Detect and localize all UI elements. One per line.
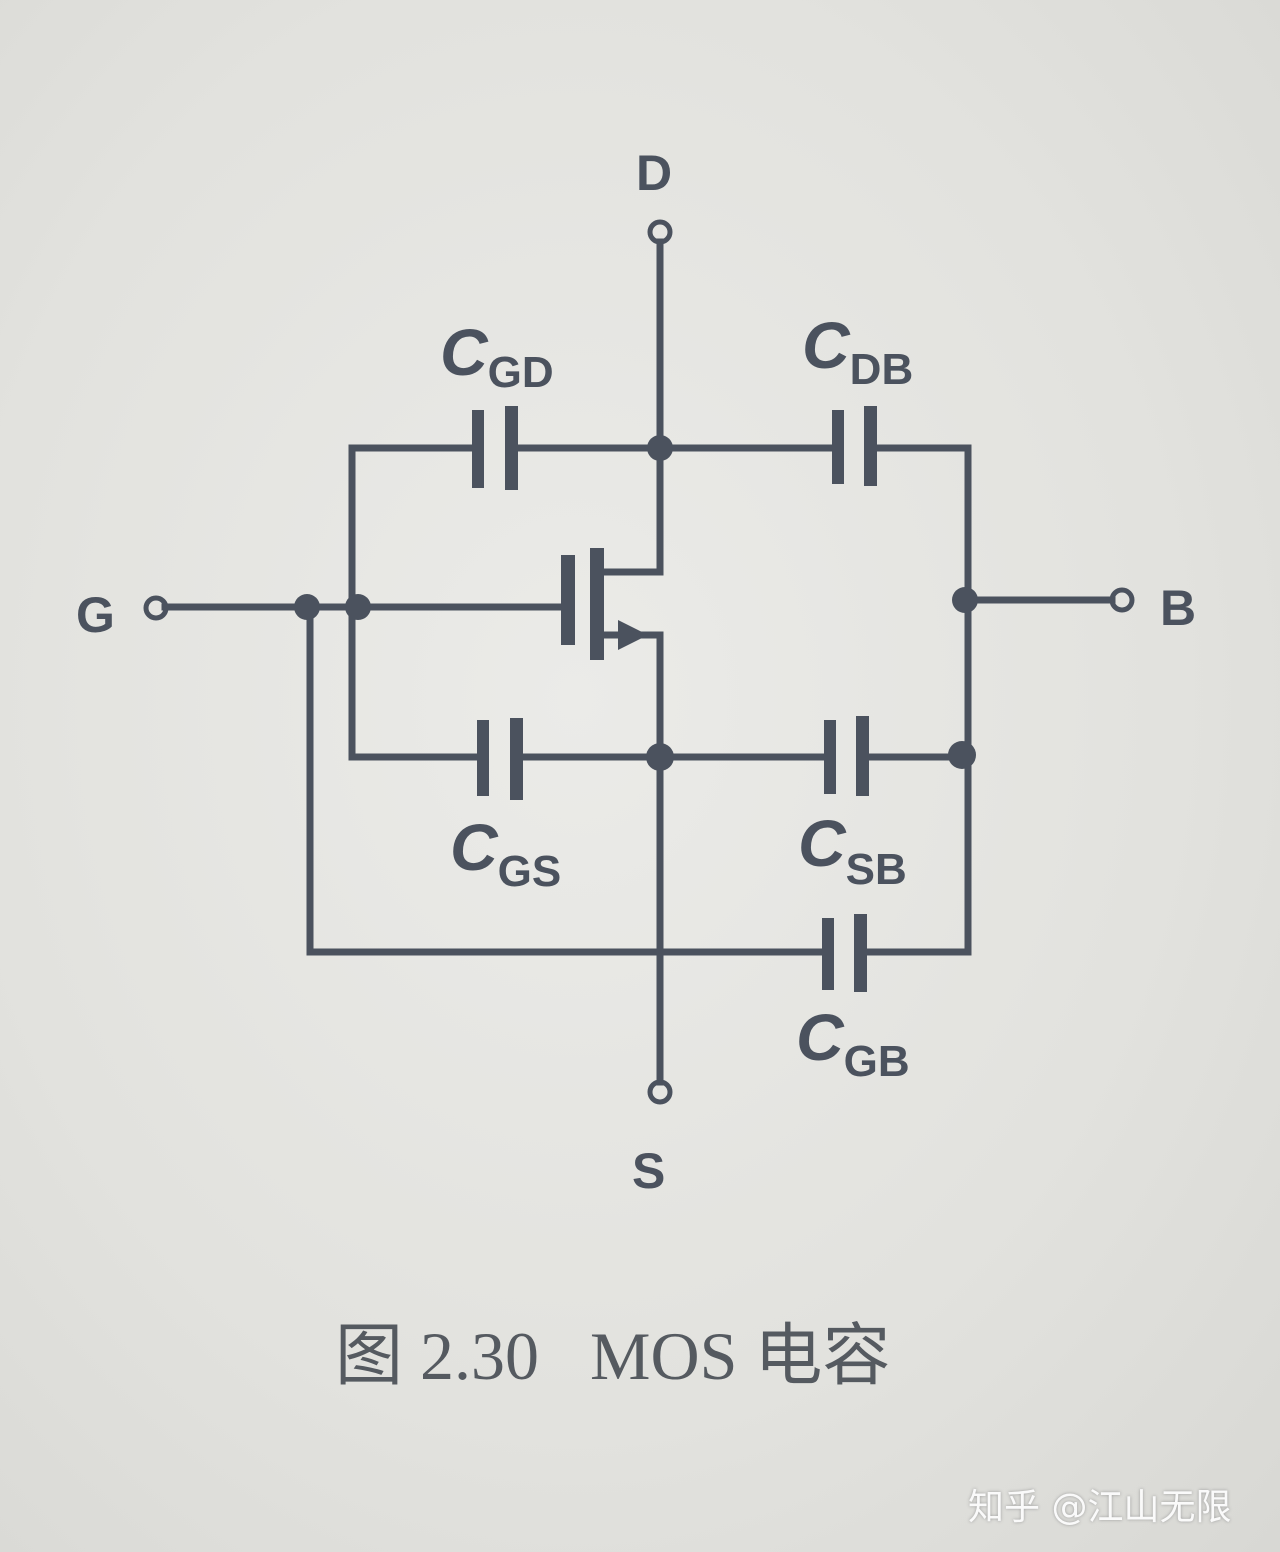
label-csb: CSB	[798, 806, 907, 894]
label-drain: D	[636, 145, 672, 201]
label-cgb: CGB	[796, 1000, 910, 1086]
label-cgd: CGD	[440, 315, 554, 397]
terminal-circles	[143, 219, 1135, 1105]
label-source: S	[632, 1143, 665, 1199]
capacitor-plates	[472, 406, 877, 992]
wires	[161, 238, 1116, 1086]
watermark: 知乎 @江山无限	[968, 1487, 1232, 1528]
label-cgs: CGS	[450, 810, 561, 896]
mosfet-symbol	[561, 548, 648, 660]
figure-caption: 图 2.30 MOS 电容	[335, 1318, 891, 1394]
label-gate: G	[76, 587, 115, 643]
label-bulk: B	[1160, 580, 1196, 636]
source-arrow-icon	[618, 620, 648, 650]
nodes	[294, 435, 978, 771]
label-cdb: CDB	[802, 308, 913, 394]
